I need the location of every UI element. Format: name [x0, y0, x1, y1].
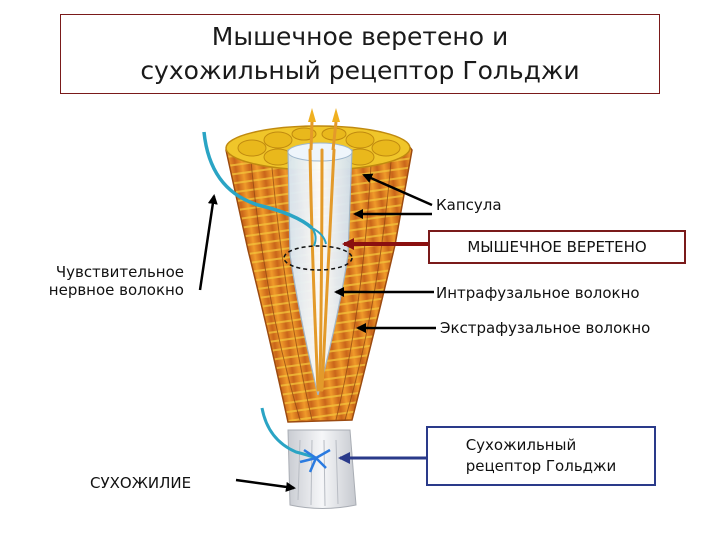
golgi-label-frame: Сухожильный рецептор Гольджи	[426, 426, 656, 486]
diagram-title: Мышечное веретено и сухожильный рецептор…	[140, 22, 580, 85]
label-muscle-spindle: МЫШЕЧНОЕ ВЕРЕТЕНО	[467, 237, 647, 256]
label-sensory-fiber: Чувствительное нервное волокно	[48, 263, 184, 299]
arrow-capsule-1	[362, 173, 433, 207]
arrow-sensory	[198, 194, 218, 291]
label-intrafusal: Интрафузальное волокно	[436, 284, 640, 302]
spindle-label-frame: МЫШЕЧНОЕ ВЕРЕТЕНО	[428, 230, 686, 264]
label-tendon: СУХОЖИЛИЕ	[90, 474, 192, 492]
title-frame: Мышечное веретено и сухожильный рецептор…	[60, 14, 660, 94]
label-capsule: Капсула	[436, 196, 502, 214]
label-golgi-receptor: Сухожильный рецептор Гольджи	[465, 436, 617, 475]
golgi-receptor-endings	[299, 448, 331, 473]
spindle-highlight	[283, 245, 353, 271]
golgi-nerve-fiber	[260, 407, 317, 460]
label-extrafusal: Экстрафузальное волокно	[440, 319, 651, 337]
sensory-nerve-fiber	[202, 131, 314, 230]
arrow-tendon	[235, 478, 296, 492]
